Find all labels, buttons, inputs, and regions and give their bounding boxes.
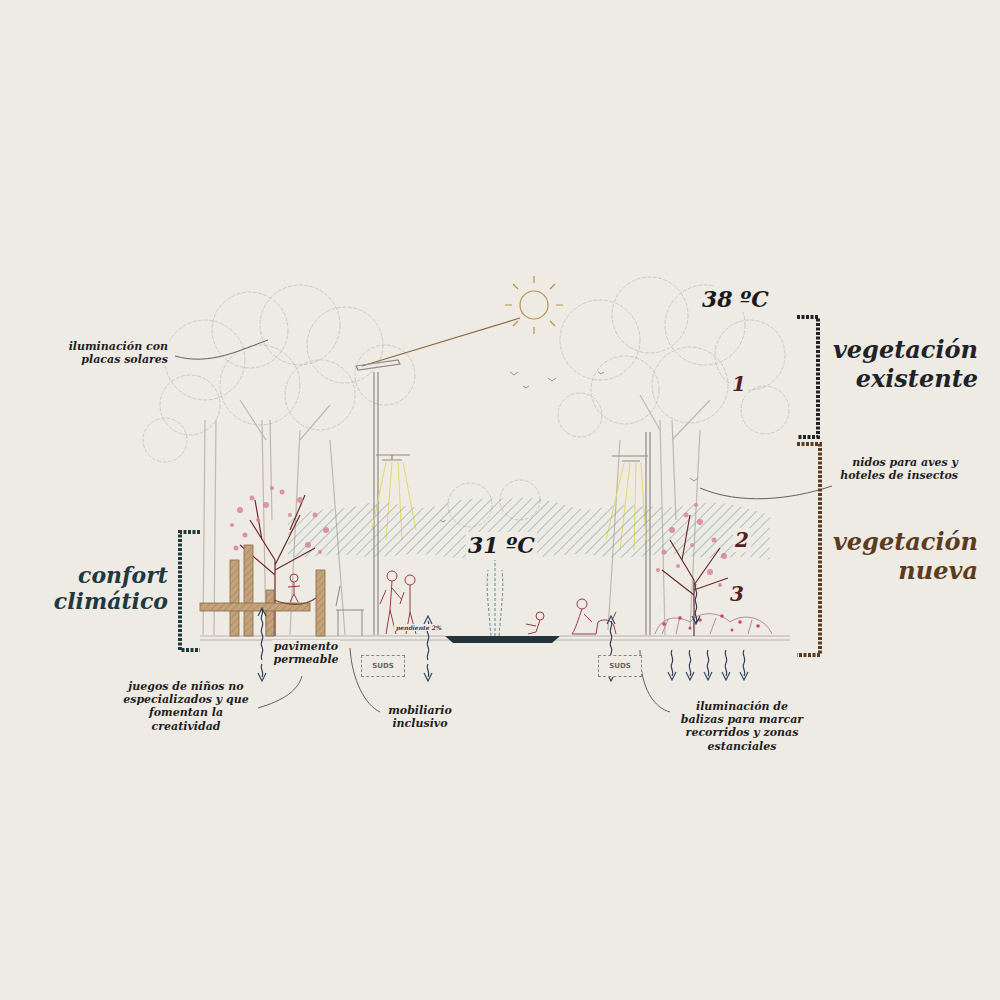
annotation-label: vegetación existente — [808, 336, 980, 394]
annotation-label: pavimento permeable — [262, 640, 350, 666]
label-text: iluminación de balizas para marcar recor… — [679, 700, 805, 753]
label-text: 3 — [728, 582, 746, 606]
label-text: 31 ºC — [466, 532, 537, 558]
label-text: 1 — [730, 372, 748, 396]
annotation-label: 3 — [728, 582, 758, 606]
leader-lines — [175, 340, 832, 712]
annotation-label: 38 ºC — [700, 286, 790, 312]
annotation-label: pendiente 2% — [394, 624, 454, 631]
annotation-label: 2 — [733, 528, 763, 552]
label-text: confort climático — [52, 562, 170, 614]
annotation-label: 31 ºC — [466, 532, 556, 558]
label-text: mobiliario inclusivo — [386, 704, 454, 730]
shrub-flowers — [662, 614, 760, 631]
existing-trees — [143, 277, 789, 527]
brackets — [180, 317, 820, 655]
label-text: 2 — [733, 528, 751, 552]
shrubs — [655, 614, 772, 634]
suds-box: SUDS — [361, 655, 405, 677]
suds-box: SUDS — [598, 655, 642, 677]
infiltration-arrows — [258, 584, 748, 681]
label-text: 38 ºC — [700, 286, 771, 312]
sun — [362, 276, 563, 366]
annotation-label: iluminación con placas solares — [30, 340, 170, 366]
water-basin — [445, 636, 560, 643]
label-text: vegetación nueva — [831, 527, 980, 585]
people — [380, 571, 616, 634]
annotation-label: juegos de niños no especializados y que … — [116, 680, 256, 733]
annotation-label: mobiliario inclusivo — [376, 704, 464, 730]
new-trees — [230, 486, 728, 636]
annotation-label: iluminación de balizas para marcar recor… — [672, 700, 812, 753]
cool-air-band — [288, 498, 770, 560]
label-text: iluminación con placas solares — [67, 340, 170, 366]
box-text: SUDS — [372, 662, 394, 670]
annotation-label: vegetación nueva — [808, 528, 980, 586]
annotation-label: 1 — [730, 372, 760, 396]
label-text: juegos de niños no especializados y que … — [121, 680, 251, 733]
lamp-posts — [356, 360, 650, 635]
label-text: vegetación existente — [831, 335, 980, 393]
box-text: SUDS — [609, 662, 631, 670]
label-text: pavimento permeable — [271, 640, 340, 666]
label-text: nidos para aves y hoteles de insectos — [838, 456, 960, 482]
fountain — [487, 560, 503, 636]
child-figure — [288, 574, 300, 602]
label-text: pendiente 2% — [394, 624, 444, 631]
bench — [336, 586, 364, 636]
annotation-label: confort climático — [20, 562, 170, 615]
annotation-label: nidos para aves y hoteles de insectos — [814, 456, 960, 482]
